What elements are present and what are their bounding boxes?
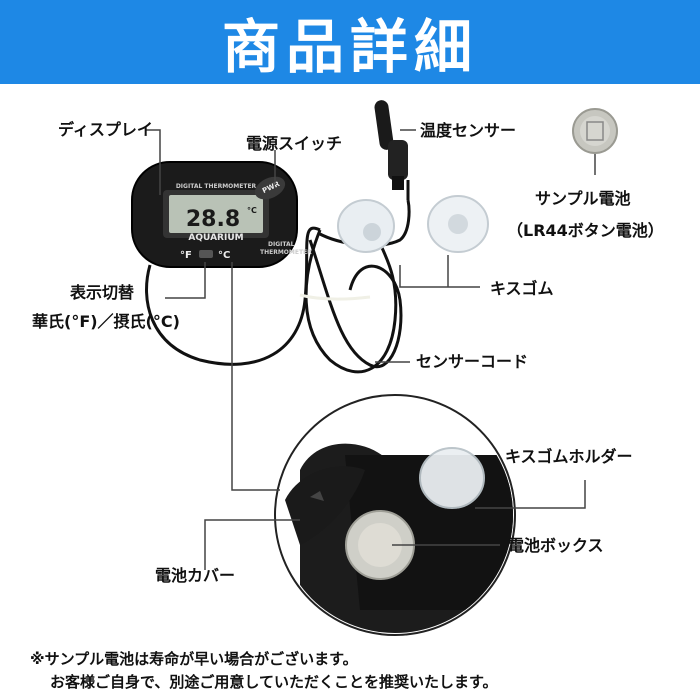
label-display-toggle-1: 表示切替 [70, 283, 135, 302]
label-power-switch: 電源スイッチ [246, 134, 343, 153]
label-battery-box: 電池ボックス [508, 536, 604, 555]
note-line-2: お客様ご自身で、別途ご用意していただくことを推奨いたします。 [50, 673, 498, 691]
label-temp-sensor: 温度センサー [420, 121, 517, 140]
zoom-detail-circle [274, 394, 516, 636]
label-sample-battery-1: サンプル電池 [535, 189, 631, 208]
callout-lines [145, 129, 596, 570]
label-display: ディスプレイ [58, 120, 153, 139]
lcd-screen [169, 195, 263, 233]
side-label-2: THERMOMETER [260, 249, 312, 256]
temp-sensor-probe [374, 100, 408, 190]
label-sensor-cord: センサーコード [416, 352, 529, 371]
label-suction-cup: キスゴム [490, 279, 554, 298]
lcd-unit: °C [247, 206, 257, 215]
suction-cup-1 [337, 199, 395, 253]
sample-battery-graphic [572, 108, 618, 154]
side-label-1: DIGITAL [268, 241, 295, 248]
page-title: 商品詳細 [221, 13, 478, 81]
sensor-cord-graphic [145, 180, 411, 374]
label-sample-battery-2: （LR44ボタン電池） [507, 221, 664, 240]
cable-tie [299, 293, 371, 301]
power-button [254, 176, 286, 200]
suction-cup-2 [427, 195, 489, 253]
header-banner: 商品詳細 [0, 0, 700, 84]
lcd-value: 28.8 [186, 207, 240, 232]
celsius-mark: °C [218, 250, 230, 261]
label-suction-holder: キスゴムホルダー [505, 447, 633, 466]
label-display-toggle-2: 華氏(°F)／摂氏(°C) [32, 312, 180, 331]
label-battery-cover: 電池カバー [155, 566, 236, 585]
toggle-switch [199, 250, 213, 258]
note-line-1: ※サンプル電池は寿命が早い場合がございます。 [30, 650, 358, 668]
brand-label: AQUARIUM [188, 233, 243, 243]
device-top-label: DIGITAL THERMOMETER [176, 183, 257, 190]
thermometer-device: DIGITAL THERMOMETER 28.8 °C AQUARIUM DIG… [131, 161, 312, 268]
fahrenheit-mark: °F [180, 250, 192, 261]
